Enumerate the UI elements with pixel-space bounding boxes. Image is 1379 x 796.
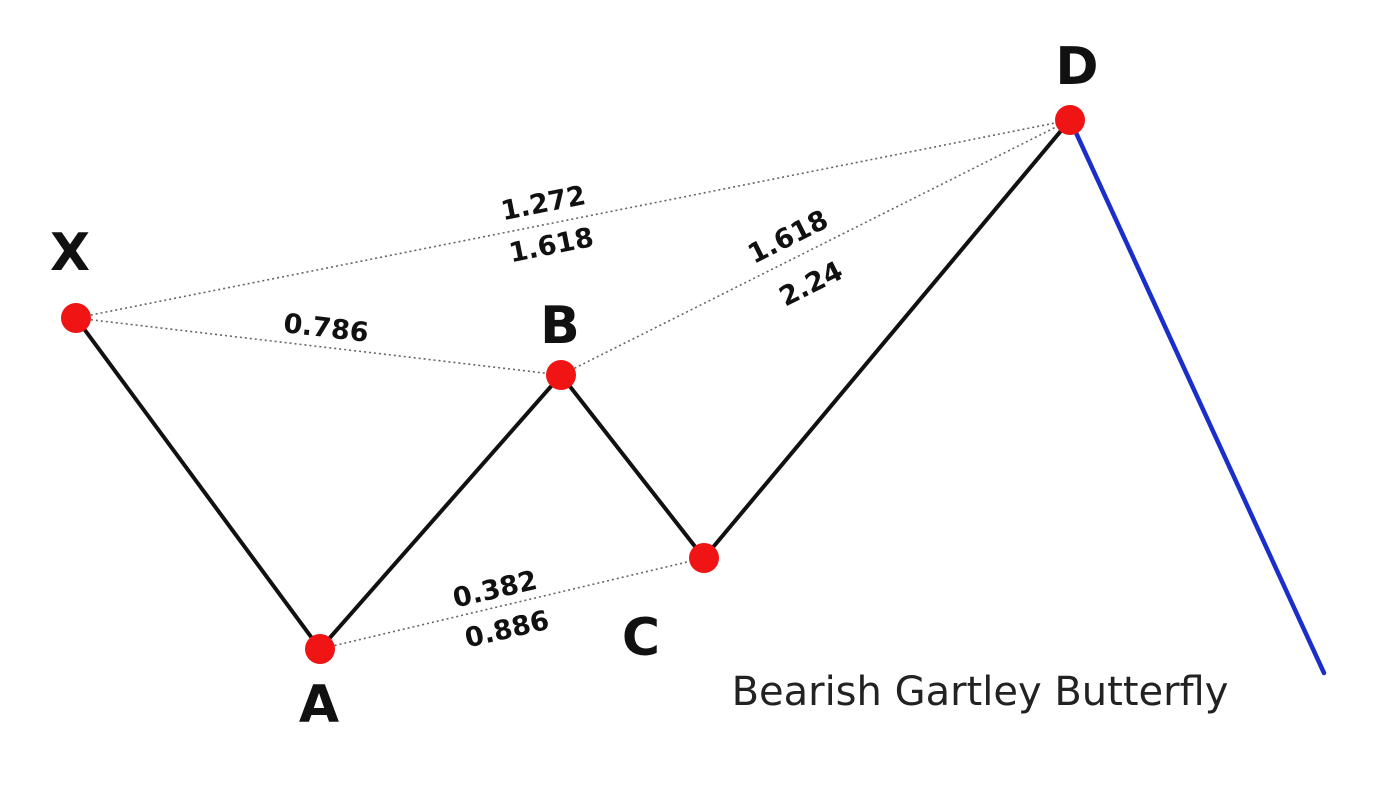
label-x: X (50, 223, 90, 283)
node-b (546, 360, 576, 390)
ratio-bd-bottom: 2.24 (774, 256, 847, 314)
guide-lines (75, 119, 1071, 650)
ratio-ac-bottom: 0.886 (462, 605, 552, 654)
ratio-bd-top: 1.618 (743, 204, 833, 270)
pattern-caption: Bearish Gartley Butterfly (732, 669, 1229, 715)
guide-x-d (75, 119, 1071, 319)
projection-line (1069, 121, 1327, 676)
ratio-xb: 0.786 (282, 308, 370, 349)
node-d (1055, 105, 1085, 135)
label-d: D (1055, 37, 1098, 97)
pattern-nodes (61, 105, 1085, 664)
guide-x-b (75, 317, 562, 376)
node-x (61, 303, 91, 333)
guide-b-d (560, 119, 1071, 376)
label-a: A (299, 675, 339, 735)
ratio-xd-bottom: 1.618 (506, 222, 596, 269)
node-c (689, 543, 719, 573)
ratio-xd-top: 1.272 (498, 180, 588, 227)
node-a (305, 634, 335, 664)
label-b: B (540, 296, 580, 356)
guide-a-c (319, 557, 705, 650)
label-c: C (622, 608, 660, 668)
